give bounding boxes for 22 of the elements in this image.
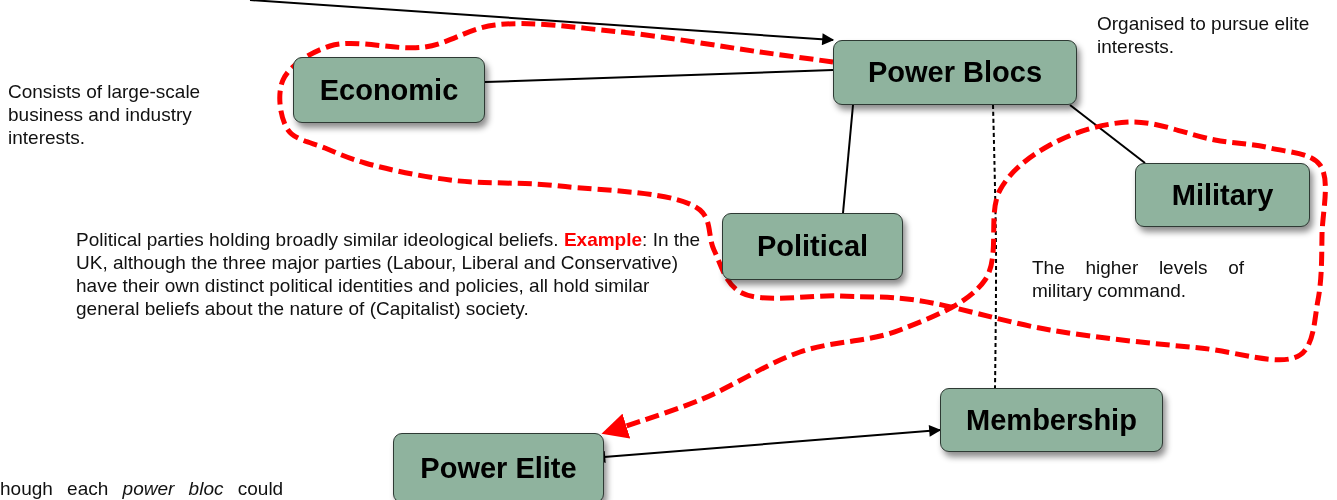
box-title: Economic xyxy=(319,73,459,107)
box-title: Power Elite xyxy=(420,451,577,485)
connector-line xyxy=(484,69,834,83)
description-text: Political parties holding broadly similar ideological beliefs. Example: In the UK, although the three major parties (Labour, Liberal and Conservative) have their own distinct political identities and policies, all hold similar general beliefs about the nature of (Capitalist) society. xyxy=(76,228,702,320)
description-text: Organised to pursue elite interests. xyxy=(1097,12,1311,58)
bloc-box xyxy=(722,213,903,280)
bloc-box xyxy=(393,433,604,500)
connector-line xyxy=(842,104,854,214)
note-text: Consists of large-scale business and industry interests. xyxy=(8,80,202,149)
connector-line xyxy=(1069,104,1146,164)
bloc-box xyxy=(293,57,485,123)
note-text: hough each power bloc could xyxy=(0,478,284,500)
bloc-box xyxy=(833,40,1077,105)
dashed-arrow xyxy=(277,21,1328,439)
box-title: Membership xyxy=(966,403,1137,437)
box-title: Power Blocs xyxy=(867,56,1043,89)
bloc-box xyxy=(1135,163,1310,227)
box-title: Political xyxy=(756,230,869,263)
bloc-box xyxy=(940,388,1163,452)
description-text: The higher levels of military command. xyxy=(1032,256,1244,302)
box-title: Military xyxy=(1171,178,1274,212)
connector-line xyxy=(249,0,835,46)
